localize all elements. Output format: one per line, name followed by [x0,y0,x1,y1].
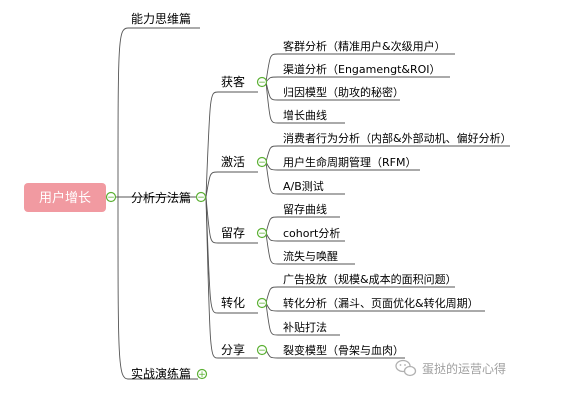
leaf-ret-curve[interactable]: 留存曲线 [283,202,327,216]
leaf-act-behavior[interactable]: 消费者行为分析（内部&外部动机、偏好分析） [283,131,512,145]
connector-branch [117,196,198,380]
svg-text:+: + [198,370,206,380]
leaf-act-lifecycle[interactable]: 用户生命周期管理（RFM） [283,155,416,169]
leaf-acq-channel[interactable]: 渠道分析（Engamengt&ROI） [283,62,441,76]
svg-text:−: − [258,299,266,309]
toggle-collapse-icon[interactable]: − [195,191,207,204]
connector-leaf [265,216,340,234]
toggle-expand-icon[interactable]: + [196,368,208,381]
connector-node [205,91,258,198]
branch-analysis-methods[interactable]: 分析方法篇 [131,190,191,205]
connector-leaf [265,286,455,304]
connector-leaf [265,81,345,124]
leaf-acq-segment[interactable]: 客群分析（精准用户&次级用户） [283,39,446,53]
leaf-ret-churn[interactable]: 流失与唤醒 [283,249,338,263]
leaf-acq-attribution[interactable]: 归因模型（助攻的秘密） [283,85,404,99]
connector-lines [106,27,510,380]
svg-text:−: − [258,229,266,239]
leaf-conv-funnel[interactable]: 转化分析（漏斗、页面优化&转化周期） [283,296,479,310]
connector-leaf [265,161,345,195]
connector-leaf [265,349,405,359]
svg-text:−: − [258,346,266,356]
wechat-icon [395,359,417,377]
toggle-collapse-icon[interactable]: − [256,344,268,357]
connector-leaf [265,232,355,265]
svg-text:−: − [258,158,266,168]
svg-text:−: − [197,193,205,203]
connector-leaf [265,145,510,163]
node-activation[interactable]: 激活 [221,155,245,169]
toggle-collapse-icon[interactable]: − [105,191,117,204]
branch-practice[interactable]: 实战演练篇 [131,366,191,381]
toggle-collapse-icon[interactable]: − [256,76,268,89]
branch-ability-thinking[interactable]: 能力思维篇 [131,11,191,26]
leaf-acq-growth-curve[interactable]: 增长曲线 [283,108,327,122]
connector-leaf [265,81,400,101]
connector-node [205,196,258,359]
leaf-act-ab-test[interactable]: A/B测试 [283,180,324,193]
connector-node [205,171,258,198]
connector-leaf [265,302,485,312]
toggle-collapse-icon[interactable]: − [256,156,268,169]
watermark-text: 蛋挞的运营心得 [422,361,506,376]
svg-text:−: − [107,193,115,203]
toggle-collapse-icon[interactable]: − [256,227,268,240]
connector-node [205,196,258,244]
node-conversion[interactable]: 转化 [221,295,245,310]
node-sharing[interactable]: 分享 [221,342,245,357]
toggle-collapse-icon[interactable]: − [256,297,268,310]
leaf-ret-cohort[interactable]: cohort分析 [283,226,340,240]
leaf-conv-subsidy[interactable]: 补贴打法 [283,320,327,334]
root-node-box[interactable] [24,183,106,212]
connector-leaf [265,302,340,336]
connector-leaf [265,53,455,83]
svg-text:−: − [258,78,266,88]
leaf-conv-ads[interactable]: 广告投放（规模&成本的面积问题） [283,272,457,286]
connector-leaf [265,161,420,171]
node-acquisition[interactable]: 获客 [221,74,245,89]
connector-leaf [265,76,450,83]
root-node-label: 用户增长 [39,190,91,206]
connector-leaf [265,232,345,242]
watermark: 蛋挞的运营心得 [395,359,506,377]
connector-branch [117,27,200,198]
node-retention[interactable]: 留存 [221,226,245,240]
leaf-share-fission[interactable]: 裂变模型（骨架与血肉） [283,343,404,357]
